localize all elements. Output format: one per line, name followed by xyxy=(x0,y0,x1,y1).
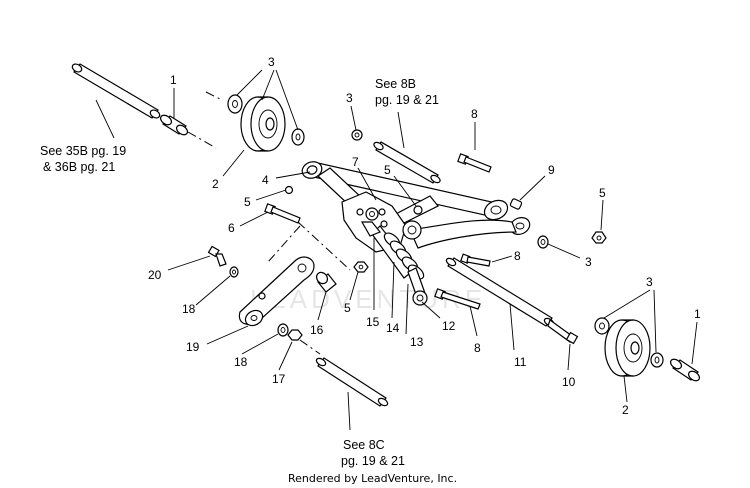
nut-17 xyxy=(287,329,303,341)
callout-13: 13 xyxy=(410,335,424,349)
callout-7: 7 xyxy=(352,155,359,169)
callout-16: 16 xyxy=(310,323,324,337)
washer-top-left-b xyxy=(291,128,305,146)
bolt-mid-8 xyxy=(460,253,491,267)
callout-8-mid: 8 xyxy=(514,249,521,263)
callout-11: 11 xyxy=(514,355,527,369)
callout-2-top-left: 2 xyxy=(212,177,219,191)
callout-18-top: 18 xyxy=(182,302,196,316)
callout-5-left: 5 xyxy=(244,195,251,209)
note-see-8c-line1: See 8C xyxy=(343,438,385,452)
bolt-top-8 xyxy=(457,153,492,173)
callout-3-top-left: 3 xyxy=(268,55,275,69)
callout-8-top: 8 xyxy=(471,107,478,121)
callout-17: 17 xyxy=(272,372,286,386)
nut-right-5 xyxy=(591,231,607,244)
bushing-top-left xyxy=(159,114,189,136)
lower-front-shaft xyxy=(315,357,389,407)
nut-top-mid xyxy=(351,129,363,141)
bushing-16 xyxy=(315,271,337,293)
washer-18-top xyxy=(229,266,239,278)
callout-1-top: 1 xyxy=(170,73,177,87)
idler-wheel-bottom-right xyxy=(604,319,651,377)
bushing-9 xyxy=(509,198,523,210)
callout-3-bottom-right: 3 xyxy=(646,275,653,289)
washer-top-left-a xyxy=(227,94,243,114)
bolt-10 xyxy=(547,319,579,345)
link-arm xyxy=(238,256,315,327)
washer-right-3 xyxy=(537,235,549,249)
callout-18-bottom: 18 xyxy=(234,355,248,369)
bushing-bottom-right xyxy=(669,358,701,382)
upper-rear-shaft xyxy=(373,141,441,184)
upper-left-shaft xyxy=(71,63,161,119)
note-see-35b-line1: See 35B pg. 19 xyxy=(40,144,126,158)
nut-left-5 xyxy=(284,185,294,195)
callout-9: 9 xyxy=(548,163,555,177)
note-see-8c-line2: pg. 19 & 21 xyxy=(341,454,405,468)
callout-5-right: 5 xyxy=(599,186,606,200)
callout-6: 6 xyxy=(228,221,235,235)
idler-wheel-top-left xyxy=(240,96,286,152)
leader-lines xyxy=(95,69,698,431)
callout-5-mid-top: 5 xyxy=(384,163,391,177)
credit-text: Rendered by LeadVenture, Inc. xyxy=(288,472,457,485)
callout-20: 20 xyxy=(148,268,162,282)
bolt-6 xyxy=(264,203,301,224)
callout-3-top-mid: 3 xyxy=(346,91,353,105)
washer-bottom-right-a xyxy=(594,317,610,335)
callout-14: 14 xyxy=(386,321,400,335)
note-see-8b-line2: pg. 19 & 21 xyxy=(375,93,439,107)
callout-8-bottom: 8 xyxy=(474,341,481,355)
callout-12: 12 xyxy=(442,319,456,333)
bolt-20 xyxy=(207,245,227,267)
callout-10: 10 xyxy=(562,375,576,389)
nut-arm-5 xyxy=(413,205,423,215)
note-see-35b-line2: & 36B pg. 21 xyxy=(43,160,115,174)
bolt-bottom-8 xyxy=(434,288,481,310)
callout-1-bottom-right: 1 xyxy=(694,307,701,321)
callout-2-bottom-right: 2 xyxy=(622,403,629,417)
washer-bottom-right-b xyxy=(650,352,664,368)
callout-15: 15 xyxy=(366,315,380,329)
callout-19: 19 xyxy=(186,340,200,354)
callout-4: 4 xyxy=(262,173,269,187)
note-see-8b-line1: See 8B xyxy=(375,77,416,91)
nut-center-5 xyxy=(353,261,369,273)
washer-18-bottom xyxy=(277,323,289,337)
shock-absorber xyxy=(360,221,428,306)
callout-5-center: 5 xyxy=(344,301,351,315)
callout-3-right: 3 xyxy=(585,255,592,269)
